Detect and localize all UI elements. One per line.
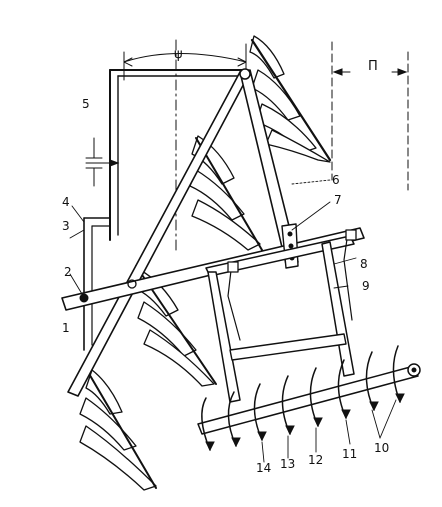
disc-gang-lower-left [133,265,217,387]
label-3: 3 [62,219,70,233]
label-9: 9 [362,279,370,293]
bracket-7 [281,223,299,269]
dimension-5 [85,137,120,187]
leader-lines [69,179,397,463]
label-14: 14 [256,461,271,475]
pi-label: П [368,59,378,74]
label-11: 11 [342,447,357,461]
label-6: 6 [332,173,340,187]
disc-gang-upper-right [249,35,332,163]
label-10: 10 [374,441,389,455]
psi-label: ψ [174,47,183,62]
label-1: 1 [62,321,70,335]
callout-labels: 1 2 3 4 5 6 7 8 9 10 11 12 13 14 [62,97,389,475]
label-4: 4 [62,195,70,209]
label-2: 2 [64,265,72,279]
disc-gang-bottom-left [79,369,157,491]
left-frame [83,69,249,351]
label-13: 13 [280,457,295,471]
label-5: 5 [82,97,90,111]
label-12: 12 [308,453,323,467]
label-8: 8 [360,257,368,271]
rear-frame [205,229,357,403]
psi-dimension: ψ [123,39,247,251]
spike-roller [197,345,421,452]
pi-dimension: П [331,41,409,191]
label-7: 7 [334,193,342,207]
